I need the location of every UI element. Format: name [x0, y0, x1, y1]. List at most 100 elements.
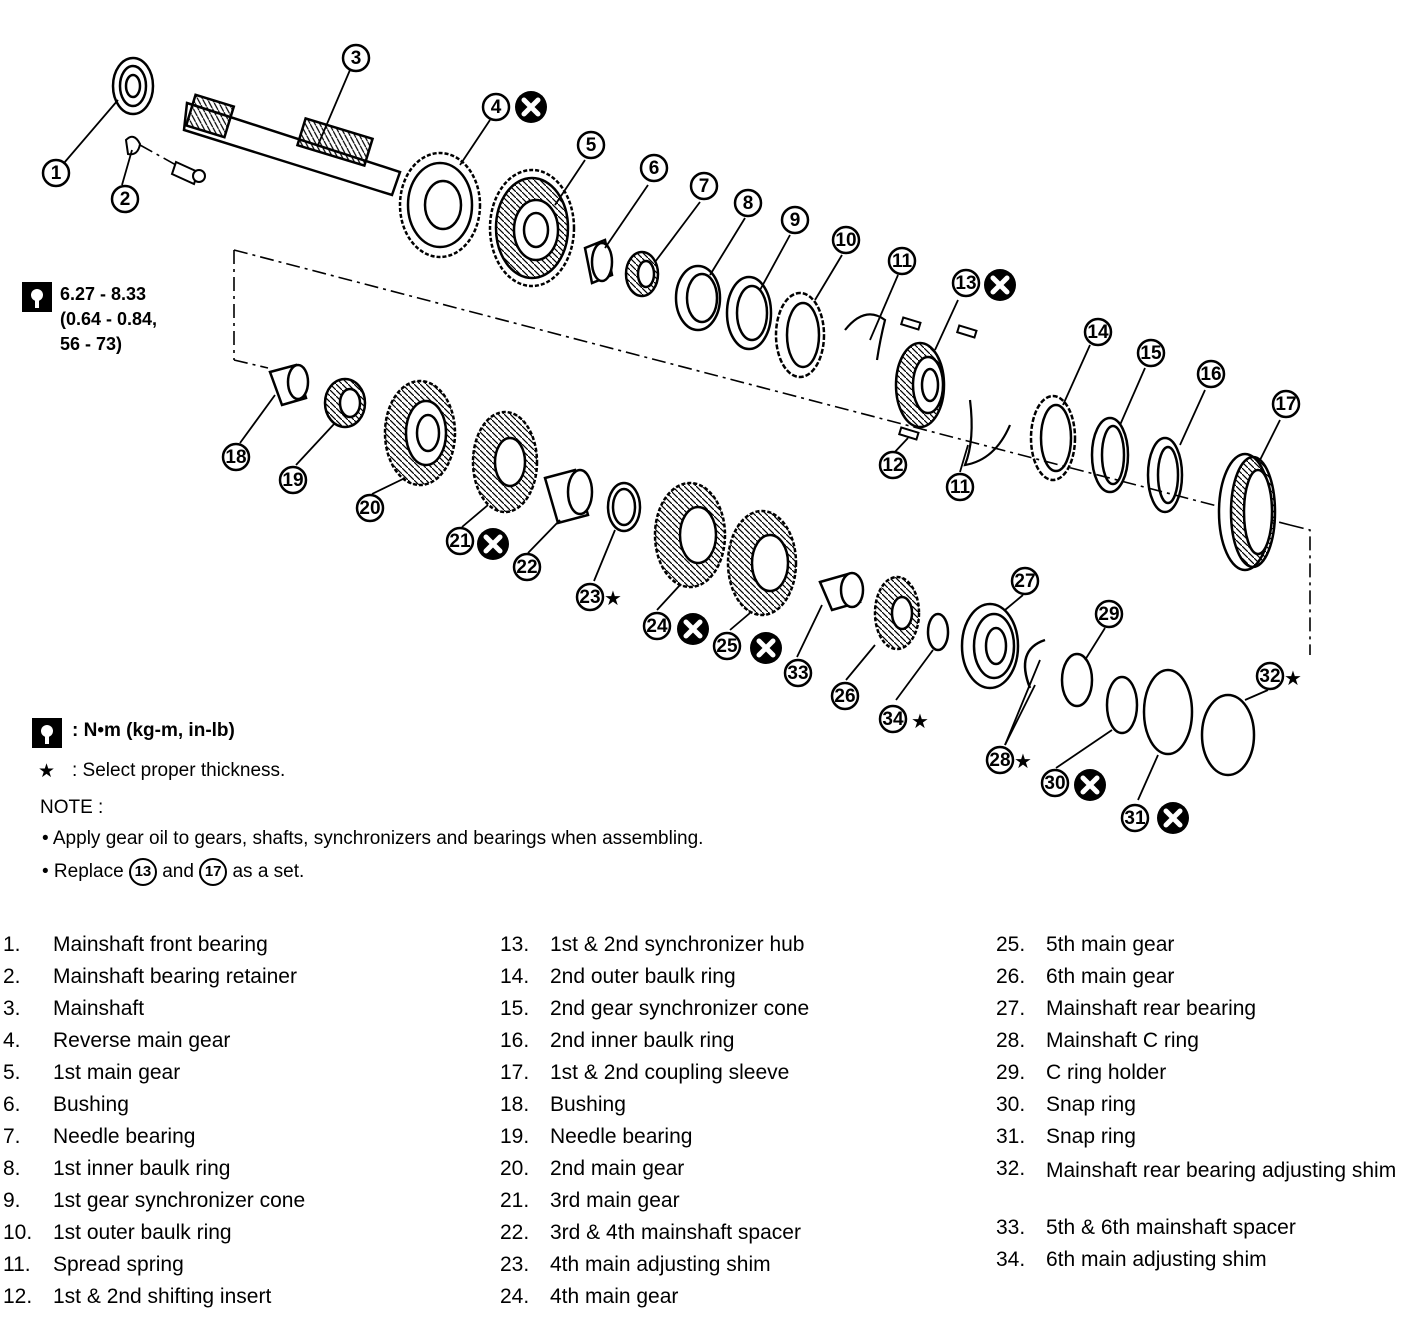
x-mark-icon: [750, 632, 782, 664]
part-2-bearing-retainer: [124, 135, 206, 186]
part-number: 11.: [3, 1253, 31, 1276]
parts-list-item: 11. Spread spring: [3, 1253, 473, 1285]
callout-number: 25: [716, 636, 738, 657]
parts-list-item: 32.Mainshaft rear bearing adjusting shim: [996, 1157, 1396, 1216]
part-15-synchronizer-cone: [1090, 416, 1130, 494]
callout-number: 10: [835, 230, 856, 251]
part-name: 6th main adjusting shim: [1046, 1248, 1267, 1271]
callout-5: 5: [576, 130, 606, 160]
callout-number: 1: [51, 163, 62, 184]
parts-list-item: 12.1st & 2nd shifting insert: [3, 1285, 473, 1317]
callout-number: 8: [743, 193, 754, 214]
part-3-mainshaft: [182, 93, 402, 197]
parts-list-item: 5.1st main gear: [3, 1061, 473, 1093]
part-number: 25.: [996, 933, 1026, 956]
callout-4: 4: [481, 92, 511, 122]
part-name: Bushing: [53, 1093, 129, 1116]
svg-text:★: ★: [911, 709, 929, 733]
callout-number: 3: [351, 48, 362, 69]
star-symbol: ★: [38, 760, 56, 782]
callout-13: 13: [951, 268, 981, 298]
part-number: 28.: [996, 1029, 1026, 1052]
part-8-inner-baulk-ring: [674, 264, 722, 332]
part-name: C ring holder: [1046, 1061, 1167, 1084]
part-number: 20.: [500, 1157, 530, 1180]
parts-list-item: 22.3rd & 4th mainshaft spacer: [500, 1221, 970, 1253]
part-number: 1.: [3, 933, 21, 956]
parts-list-item: 21. 3rd main gear: [500, 1189, 970, 1221]
part-number: 21.: [500, 1189, 530, 1212]
leader-lines: [57, 69, 1281, 801]
callout-number: 12: [882, 455, 903, 476]
parts-list-item: 18.Bushing: [500, 1093, 970, 1125]
part-name: Reverse main gear: [53, 1029, 231, 1052]
part-name: Needle bearing: [53, 1125, 196, 1148]
part-number: 29.: [996, 1061, 1026, 1084]
part-name: Spread spring: [53, 1253, 184, 1276]
part-9-synchronizer-cone: [725, 275, 773, 351]
part-name: Snap ring: [1046, 1125, 1136, 1148]
part-number: 16.: [500, 1029, 530, 1052]
callout-16: 16: [1196, 359, 1226, 389]
part-number: 34.: [996, 1248, 1026, 1271]
callout-9: 9: [780, 205, 810, 235]
part-name: 2nd main gear: [550, 1157, 685, 1180]
callout-number: 28: [989, 750, 1010, 771]
part-name: 2nd outer baulk ring: [550, 965, 736, 988]
part-28-c-ring: [1023, 638, 1046, 689]
part-number: 19.: [500, 1125, 530, 1148]
parts-list-item: 28. Mainshaft C ring: [996, 1029, 1396, 1061]
callout-number: 2: [120, 189, 131, 210]
part-name: Snap ring: [1046, 1093, 1136, 1116]
callout-10: 10: [831, 225, 861, 255]
callout-23: 23: [575, 582, 605, 612]
part-name: Mainshaft C ring: [1046, 1029, 1199, 1052]
assembly-dashed-lines: [139, 144, 1311, 655]
callout-33: 33: [783, 658, 813, 688]
callout-number: 13: [955, 273, 976, 294]
part-name: 3rd main gear: [550, 1189, 680, 1212]
parts-list-item: 6. Bushing: [3, 1093, 473, 1125]
callout-20: 20: [355, 493, 385, 523]
part-30-snap-ring: [1105, 675, 1139, 735]
callout-number: 7: [699, 176, 710, 197]
parts-list-item: 25.5th main gear: [996, 933, 1396, 965]
star-legend: : Select proper thickness.: [72, 760, 286, 781]
callout-number: 11: [950, 477, 971, 498]
parts-list-item: 13.1st & 2nd synchronizer hub: [500, 933, 970, 965]
torque-wrench-icon: [22, 282, 52, 312]
note-2-ref-13: 13: [128, 858, 157, 886]
x-mark-icon: [1074, 769, 1106, 801]
part-34-adjusting-shim: [926, 612, 950, 652]
part-name: 1st & 2nd coupling sleeve: [550, 1061, 790, 1084]
callout-number: 6: [649, 158, 660, 179]
parts-list-item: 24.4th main gear: [500, 1285, 970, 1317]
part-19-needle-bearing: [323, 377, 367, 429]
part-4-reverse-gear: [398, 151, 482, 259]
part-number: 6.: [3, 1093, 21, 1116]
part-number: 23.: [500, 1253, 530, 1276]
x-mark-icon: [515, 91, 547, 123]
callout-27: 27: [1010, 566, 1040, 596]
svg-text:★: ★: [1014, 749, 1032, 773]
part-number: 32.: [996, 1157, 1026, 1180]
parts-list-item: 8.1st inner baulk ring: [3, 1157, 473, 1189]
part-13-synchronizer-hub: [894, 341, 946, 429]
parts-list-item: 16.2nd inner baulk ring: [500, 1029, 970, 1061]
part-23-adjusting-shim: [606, 481, 642, 533]
note-2-ref-17: 17: [199, 858, 228, 886]
callout-18: 18: [221, 442, 251, 472]
part-number: 3.: [3, 997, 21, 1020]
callout-8: 8: [733, 188, 763, 218]
callout-19: 19: [278, 465, 308, 495]
part-21-third-main-gear: [471, 410, 539, 514]
callout-1: 1: [41, 158, 71, 188]
callout-number: 31: [1124, 808, 1146, 829]
part-26-sixth-main-gear: [873, 575, 921, 651]
x-mark-icon: [677, 613, 709, 645]
svg-text:★: ★: [1284, 666, 1302, 690]
callout-25: 25: [712, 631, 742, 661]
callout-22: 22: [512, 552, 542, 582]
